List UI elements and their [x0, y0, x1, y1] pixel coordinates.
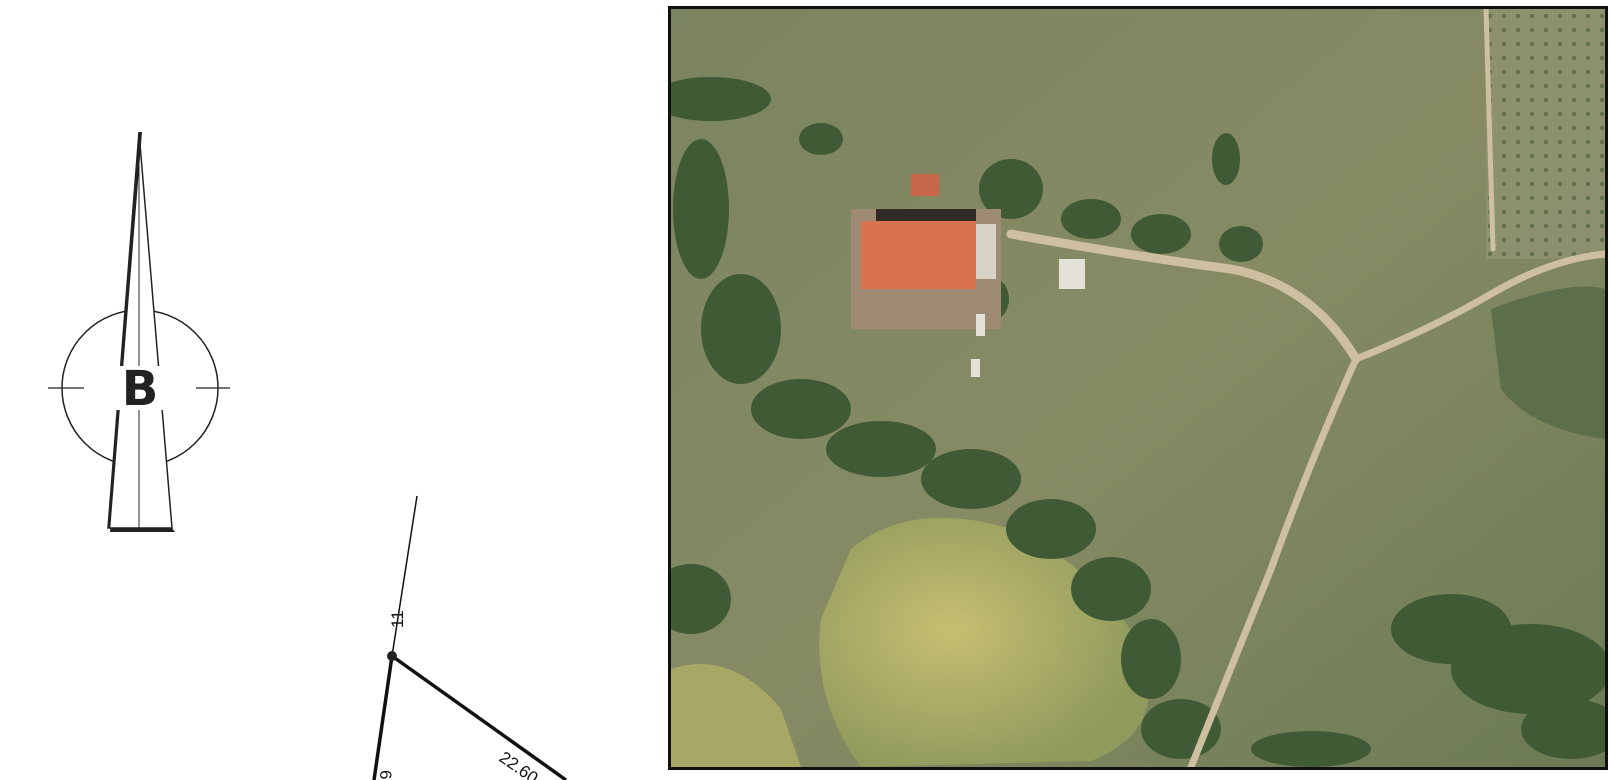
- north-arrow-needle: [107, 131, 173, 529]
- aerial-outbuildings: [971, 259, 1085, 377]
- survey-drawing: B 11 69 22.60: [48, 131, 568, 780]
- point-label: 11: [388, 610, 407, 628]
- boundary-vertex: [387, 651, 397, 661]
- parcel-boundary: 11 69 22.60: [372, 495, 568, 780]
- aerial-dark-field: [1491, 286, 1605, 439]
- aerial-farmhouse: [851, 174, 1001, 329]
- boundary-diagonal-edge: [390, 654, 568, 780]
- boundary-north-line: [391, 495, 418, 657]
- aerial-photo-image: [671, 9, 1605, 767]
- north-arrow-letter-backdrop: [112, 366, 168, 410]
- aerial-dirt-roads: [1006, 9, 1605, 767]
- north-arrow-symbol: B: [48, 131, 230, 532]
- aerial-photo: [668, 6, 1608, 770]
- aerial-meadow: [819, 517, 1150, 767]
- aerial-bottom-left-meadow: [671, 664, 801, 767]
- north-arrow-letter: B: [122, 361, 159, 417]
- aerial-tree-rows: [671, 77, 1605, 767]
- edge-label-diagonal: 22.60: [496, 748, 542, 780]
- boundary-left-edge: [372, 655, 394, 780]
- edge-label-left: 69: [376, 770, 395, 780]
- aerial-orchard: [1486, 9, 1605, 259]
